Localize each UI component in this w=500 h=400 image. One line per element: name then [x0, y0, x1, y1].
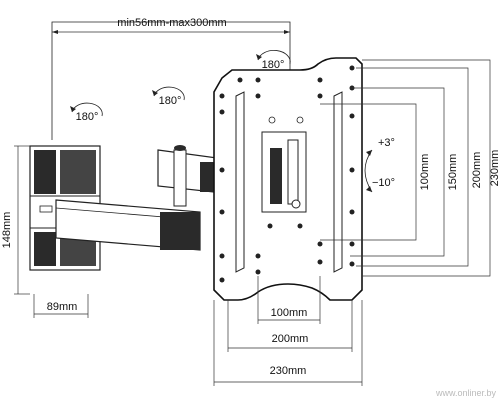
- tilt-down-label: −10°: [372, 177, 395, 189]
- extension-outline: [51, 21, 291, 140]
- lower-arm: [55, 199, 201, 251]
- rotation-plate-label: 180°: [262, 59, 285, 71]
- v100-label: 100mm: [419, 154, 431, 191]
- wall-height-label: 148mm: [1, 212, 13, 249]
- h100-label: 100mm: [271, 307, 308, 319]
- tilt-up-label: +3°: [378, 137, 395, 149]
- swing-range-label: min56mm-max300mm: [117, 17, 226, 29]
- watermark: www.onliner.by: [435, 388, 497, 398]
- rotation-left-joint-label: 180°: [76, 111, 99, 123]
- vesa-plate: [213, 57, 363, 301]
- v230-label: 230mm: [489, 150, 500, 187]
- horizontal-dimensions: 100mm 200mm 230mm: [213, 276, 363, 386]
- rotation-mid-joint-label: 180°: [159, 95, 182, 107]
- rotation-indicator-left-joint: 180°: [70, 102, 103, 123]
- mounting-holes: [219, 65, 355, 283]
- tilt-indicator: +3° −10°: [364, 137, 395, 193]
- v150-label: 150mm: [447, 154, 459, 191]
- h200-label: 200mm: [272, 333, 309, 345]
- swing-range-dimension: min56mm-max300mm: [52, 17, 290, 34]
- vertical-dimensions: 100mm 150mm 200mm 230mm: [320, 59, 500, 277]
- wall-width-label: 89mm: [47, 301, 78, 313]
- h230-label: 230mm: [270, 365, 307, 377]
- v200-label: 200mm: [471, 152, 483, 189]
- rotation-indicator-plate: 180°: [256, 50, 291, 71]
- wall-plate-dimensions: 148mm 89mm: [1, 145, 89, 318]
- rotation-indicator-mid-joint: 180°: [152, 86, 185, 107]
